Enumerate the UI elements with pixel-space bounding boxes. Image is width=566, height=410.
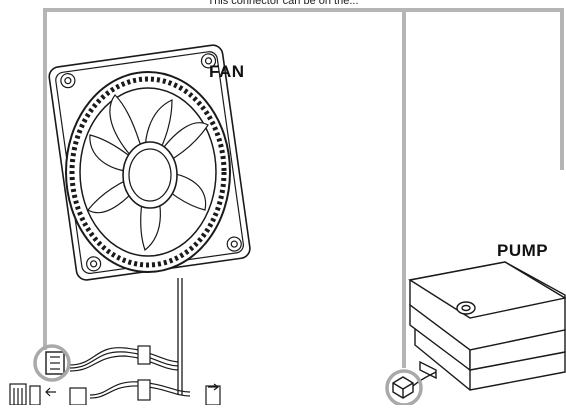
routing-lines bbox=[43, 8, 564, 368]
connector-icon bbox=[9, 383, 221, 406]
routing-line-main bbox=[43, 8, 564, 350]
fan-icon bbox=[48, 44, 251, 395]
fan-connector-highlight bbox=[33, 344, 71, 382]
pump-connector-icon bbox=[392, 376, 414, 399]
cable-assembly bbox=[9, 345, 221, 406]
fan-label: FAN bbox=[209, 62, 245, 81]
pump-label: PUMP bbox=[497, 241, 549, 260]
highlight-circles bbox=[33, 344, 423, 407]
pump-icon bbox=[392, 261, 566, 399]
diagram-caption: This connector can be on the... bbox=[207, 0, 359, 7]
